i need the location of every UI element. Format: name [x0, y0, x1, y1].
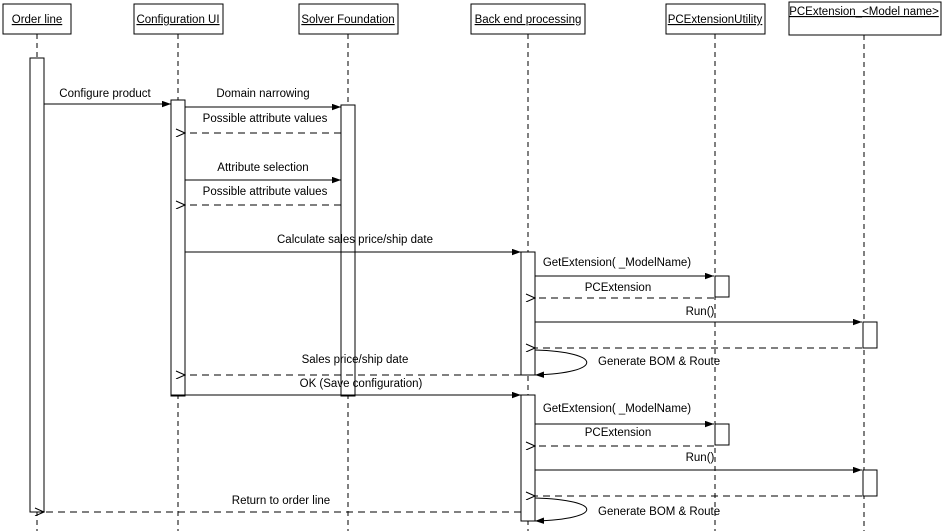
message-label-m07: GetExtension( _ModelName) [543, 257, 691, 269]
message-m03[interactable]: Possible attribute values [185, 113, 341, 133]
message-m04[interactable]: Attribute selection [185, 162, 341, 184]
message-label-m19: Return to order line [232, 495, 330, 507]
lifeline-label-configuration-ui: Configuration UI [136, 14, 219, 26]
lifeline-label-back-end: Back end processing [475, 14, 582, 26]
activation-bar-act-pcext-model-1[interactable] [862, 321, 878, 349]
lifeline-header-box-back-end[interactable] [470, 3, 586, 35]
activation-bar-act-pcext-model-2[interactable] [862, 469, 878, 497]
activation-bar-act-pcext-util-1[interactable] [714, 275, 730, 298]
message-label-m11: Generate BOM & Route [598, 356, 720, 368]
message-m07[interactable]: GetExtension( _ModelName) [535, 257, 714, 280]
activation-bar-act-backend-2[interactable] [520, 394, 536, 522]
message-m18[interactable]: Generate BOM & Route [534, 497, 720, 524]
lifeline-header-box-solver-foundation[interactable] [298, 3, 399, 35]
message-label-m09: Run() [686, 306, 715, 318]
message-m11[interactable]: Generate BOM & Route [534, 349, 720, 378]
message-label-m14: GetExtension( _ModelName) [543, 403, 691, 415]
message-m12[interactable]: Sales price/ship date [185, 354, 521, 375]
message-label-m03: Possible attribute values [203, 113, 328, 125]
message-m02[interactable]: Domain narrowing [185, 88, 341, 111]
message-label-m08: PCExtension [585, 282, 651, 294]
message-m08[interactable]: PCExtension [535, 282, 714, 298]
message-m09[interactable]: Run() [535, 306, 862, 326]
lifeline-header-box-pcextension-model[interactable] [788, 1, 942, 36]
lifeline-label-solver-foundation: Solver Foundation [301, 14, 394, 26]
lifeline-pcextension-model[interactable]: PCExtension_<Model name> [788, 1, 942, 531]
message-m19[interactable]: Return to order line [44, 495, 521, 512]
lifeline-label-order-line: Order line [12, 14, 63, 26]
lifeline-configuration-ui[interactable]: Configuration UI [133, 3, 224, 531]
lifeline-back-end[interactable]: Back end processing [470, 3, 586, 531]
lifeline-header-box-order-line[interactable] [2, 3, 72, 35]
activation-bar-act-config-ui[interactable] [170, 99, 186, 397]
message-label-m12: Sales price/ship date [302, 354, 409, 366]
message-label-m06: Calculate sales price/ship date [277, 234, 433, 246]
message-label-m15: PCExtension [585, 427, 651, 439]
message-m15[interactable]: PCExtension [535, 427, 714, 446]
message-m13[interactable]: OK (Save configuration) [171, 378, 521, 399]
message-label-m02: Domain narrowing [216, 88, 309, 100]
lifeline-label-pcextension-model: PCExtension_<Model name> [789, 6, 939, 18]
lifeline-header-box-pcextensionutility[interactable] [665, 3, 766, 35]
message-m16[interactable]: Run() [535, 452, 862, 474]
activation-bar-act-solver[interactable] [340, 104, 356, 397]
message-selfcall-path-m11 [534, 349, 587, 378]
lifeline-label-pcextensionutility: PCExtensionUtility [668, 14, 763, 26]
lifeline-header-box-configuration-ui[interactable] [133, 3, 224, 35]
lifeline-pcextensionutility[interactable]: PCExtensionUtility [665, 3, 766, 531]
activation-bar-act-pcext-util-2[interactable] [714, 423, 730, 446]
activation-bar-act-backend-1[interactable] [520, 251, 536, 376]
message-label-m16: Run() [686, 452, 715, 464]
message-label-m01: Configure product [59, 88, 151, 100]
message-label-m13: OK (Save configuration) [300, 378, 423, 390]
message-m05[interactable]: Possible attribute values [185, 186, 341, 205]
activation-bar-act-order-line[interactable] [29, 57, 45, 513]
message-label-m18: Generate BOM & Route [598, 506, 720, 518]
message-m14[interactable]: GetExtension( _ModelName) [535, 403, 714, 428]
message-label-m04: Attribute selection [217, 162, 308, 174]
message-label-m05: Possible attribute values [203, 186, 328, 198]
activations-layer [29, 57, 878, 522]
messages-layer: Configure product Domain narrowingPossibl… [44, 88, 862, 524]
message-m06[interactable]: Calculate sales price/ship date [185, 234, 521, 256]
message-m01[interactable]: Configure product [44, 88, 171, 108]
message-selfcall-path-m18 [534, 497, 587, 524]
